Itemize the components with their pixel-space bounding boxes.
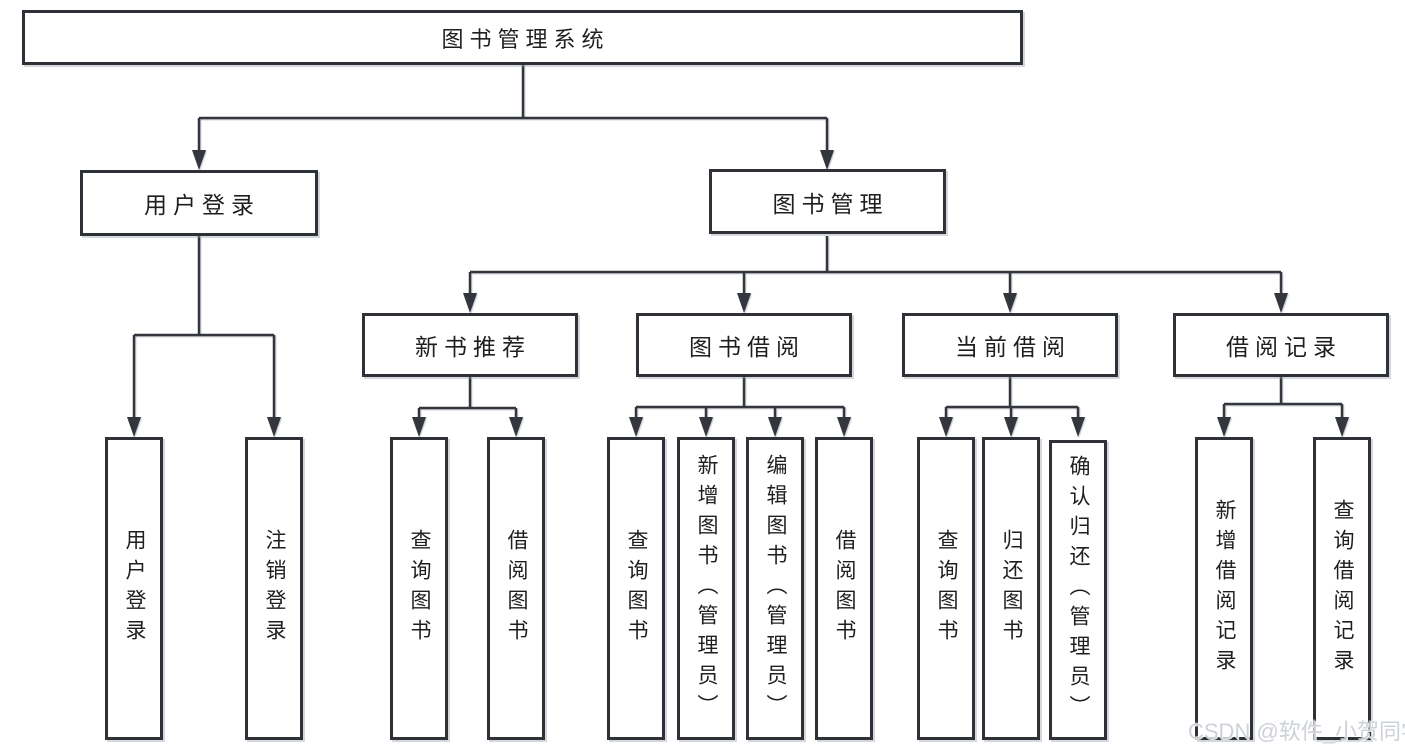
leaf-query-borrow-record: 查询借阅记录: [1313, 437, 1371, 740]
leaf-add-book-admin: 新增图书（管理员）: [677, 437, 735, 740]
arrowheads-new-book-recommend: [412, 417, 523, 437]
connector-borrow-records: [1222, 377, 1344, 418]
connector-current-borrow: [944, 377, 1080, 418]
connector-new-book-recommend: [417, 377, 518, 418]
arrowheads-root-branch: [192, 150, 834, 170]
node-book-borrow: 图书借阅: [636, 313, 852, 377]
leaf-logout: 注销登录: [245, 437, 303, 740]
connector-book-management: [468, 236, 1283, 294]
node-root-system: 图书管理系统: [22, 10, 1023, 65]
leaf-query-books-recommend: 查询图书: [390, 437, 448, 740]
connector-root-branch: [197, 65, 829, 151]
node-current-borrow: 当前借阅: [902, 313, 1118, 377]
node-borrow-records: 借阅记录: [1173, 313, 1389, 377]
csdn-watermark: CSDN @软件_小贺同学: [1188, 719, 1405, 744]
leaf-borrow-books: 借阅图书: [815, 437, 873, 740]
connector-user-login: [132, 236, 276, 418]
leaf-borrow-books-recommend: 借阅图书: [487, 437, 545, 740]
arrowheads-current-borrow: [939, 417, 1085, 437]
leaf-edit-book-admin: 编辑图书（管理员）: [746, 437, 804, 740]
arrowheads-user-login: [127, 417, 281, 437]
node-book-management: 图书管理: [709, 169, 946, 234]
node-new-book-recommend: 新书推荐: [362, 313, 578, 377]
leaf-query-books-current: 查询图书: [917, 437, 975, 740]
leaf-add-borrow-record: 新增借阅记录: [1195, 437, 1253, 740]
leaf-user-login: 用户登录: [105, 437, 163, 740]
arrowheads-book-management: [463, 293, 1288, 313]
arrowheads-book-borrow: [629, 417, 851, 437]
node-user-login: 用户登录: [80, 170, 318, 236]
leaf-confirm-return-admin: 确认归还（管理员）: [1049, 440, 1107, 740]
leaf-return-books: 归还图书: [982, 437, 1040, 740]
connector-book-borrow: [634, 377, 846, 418]
arrowheads-borrow-records: [1217, 417, 1349, 437]
leaf-query-books-borrow: 查询图书: [607, 437, 665, 740]
